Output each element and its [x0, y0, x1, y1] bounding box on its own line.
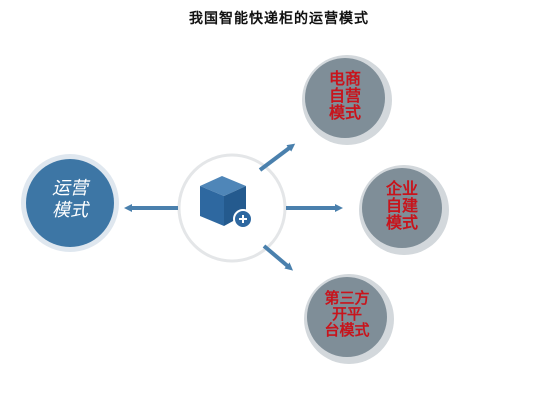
thirdparty-label-line: 第三方: [324, 289, 370, 307]
ecommerce-label: 电商 自营 模式: [315, 69, 375, 122]
thirdparty-label-line: 台模式: [324, 320, 370, 339]
ecommerce-node: [305, 58, 385, 138]
enterprise-node: [362, 168, 442, 248]
ecommerce-label-line: 电商: [328, 69, 361, 88]
operations-node: [26, 159, 114, 247]
enterprise-label-line: 模式: [385, 212, 418, 232]
enterprise-label-line: 自建: [385, 195, 418, 215]
operations-label-line: 运营: [52, 178, 88, 199]
operations-label-line: 模式: [52, 199, 88, 221]
enterprise-label-line: 企业: [385, 179, 418, 198]
enterprise-label: 企业 自建 模式: [372, 179, 432, 232]
ecommerce-label-line: 模式: [328, 102, 361, 122]
arrow-to-thirdparty: [262, 244, 294, 271]
ecommerce-label-line: 自营: [328, 85, 361, 105]
package-box-plus-icon: [200, 176, 253, 229]
arrow-to-ecommerce: [258, 143, 296, 172]
thirdparty-label-line: 开平: [331, 304, 362, 323]
page-title: 我国智能快递柜的运营模式: [189, 11, 369, 27]
thirdparty-node: [307, 277, 387, 357]
operations-label: 运营 模式: [22, 178, 118, 221]
thirdparty-label: 第三方 开平 台模式: [315, 289, 379, 339]
